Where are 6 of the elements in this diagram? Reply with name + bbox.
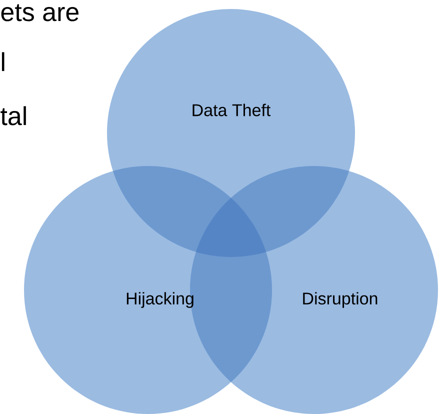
venn-label: Data Theft [192,104,271,116]
venn-label: Hijacking [126,292,194,308]
slide-text: tal [0,106,26,126]
slide-text: ets are [1,4,78,22]
slide-text: l [2,52,4,72]
venn-label: Disruption [303,292,378,308]
